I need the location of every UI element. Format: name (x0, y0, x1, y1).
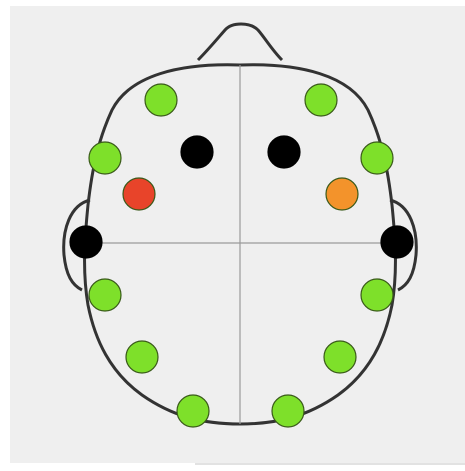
electrode-active-e13[interactable] (126, 341, 158, 373)
electrode-warning-e8[interactable] (326, 178, 358, 210)
bottom-strip-shade (195, 463, 465, 465)
electrode-active-e11[interactable] (89, 279, 121, 311)
electrode-reference-e3[interactable] (181, 136, 213, 168)
electrode-active-e1[interactable] (145, 84, 177, 116)
nose-outline (198, 24, 282, 60)
electrode-reference-e4[interactable] (268, 136, 300, 168)
electrode-active-e12[interactable] (361, 279, 393, 311)
electrode-active-e14[interactable] (324, 341, 356, 373)
electrode-fault-e7[interactable] (123, 178, 155, 210)
electrode-active-e16[interactable] (272, 395, 304, 427)
electrode-reference-e10[interactable] (381, 226, 413, 258)
electrode-reference-e9[interactable] (70, 226, 102, 258)
electrode-active-e5[interactable] (89, 142, 121, 174)
electrode-active-e2[interactable] (305, 84, 337, 116)
electrode-active-e15[interactable] (177, 395, 209, 427)
electrode-active-e6[interactable] (361, 142, 393, 174)
